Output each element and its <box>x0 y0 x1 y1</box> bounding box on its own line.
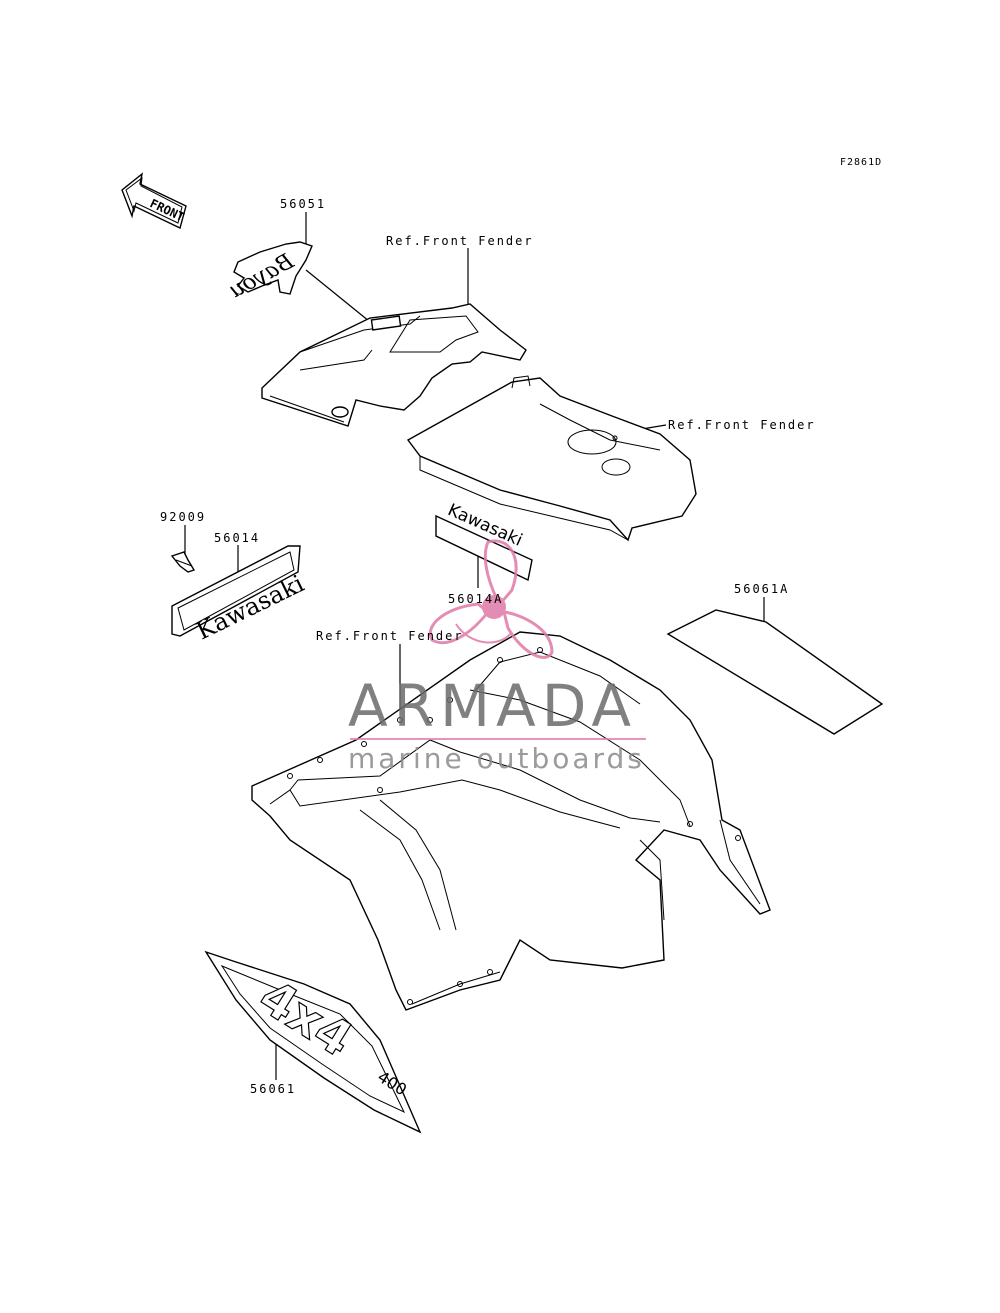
small-hole <box>601 458 631 476</box>
upper-fender-cap <box>331 406 349 418</box>
label-ref-front-fender-2: Ref.Front Fender <box>668 418 816 432</box>
kawasaki-emblem-56014: Kawasaki <box>171 545 309 645</box>
middle-fender-part <box>406 375 697 542</box>
clip-92009-part <box>170 551 196 573</box>
front-fender-part <box>251 631 771 1011</box>
watermark-title: ARMADA <box>348 672 638 740</box>
label-56061: 56061 <box>250 1082 297 1096</box>
upper-fender-part <box>261 303 527 427</box>
label-56014A: 56014A <box>448 592 504 606</box>
watermark-divider <box>350 738 646 740</box>
figure-code: F2861D <box>840 157 883 168</box>
label-56014: 56014 <box>214 531 261 545</box>
propeller-logo-icon <box>428 539 554 659</box>
fuel-cap-hole <box>567 429 617 455</box>
label-56051: 56051 <box>280 197 327 211</box>
plate-56061A-part <box>666 609 884 735</box>
label-ref-front-fender-1: Ref.Front Fender <box>386 234 534 248</box>
watermark-subtitle: marine outboards <box>348 742 645 775</box>
label-ref-front-fender-3: Ref.Front Fender <box>316 629 464 643</box>
bayou-emblem-part: Bayou <box>225 241 313 304</box>
front-arrow-icon: FRONT <box>121 172 187 229</box>
label-56061A: 56061A <box>734 582 790 596</box>
label-92009: 92009 <box>160 510 207 524</box>
decal-56061-part: 4x4 400 <box>204 950 422 1134</box>
